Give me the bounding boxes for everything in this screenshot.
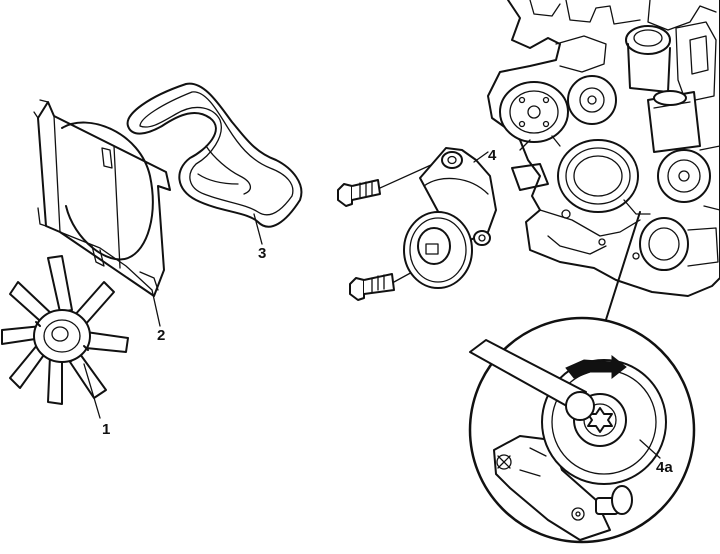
leader-tensioner [473, 151, 489, 163]
tensioner-bolt-upper [337, 179, 381, 207]
leader-fan [83, 363, 101, 419]
belt-tensioner [337, 147, 497, 301]
callout-fan: 1 [102, 421, 110, 438]
fan-shroud [33, 99, 171, 297]
callout-leaders [83, 151, 661, 459]
callout-shroud: 2 [157, 327, 165, 344]
tensioner-bolt-lower [349, 273, 395, 301]
callout-belt: 3 [258, 245, 266, 262]
leader-detail [639, 439, 661, 459]
cooling-fan [1, 255, 129, 405]
detail-leader-line [603, 211, 641, 327]
callout-tensioner: 4 [488, 147, 497, 164]
leader-belt [253, 213, 263, 245]
leader-shroud [151, 289, 161, 327]
engine-block [487, 0, 720, 297]
callout-detail: 4a [656, 459, 673, 476]
drive-belt [126, 82, 303, 228]
detail-view [468, 316, 696, 544]
